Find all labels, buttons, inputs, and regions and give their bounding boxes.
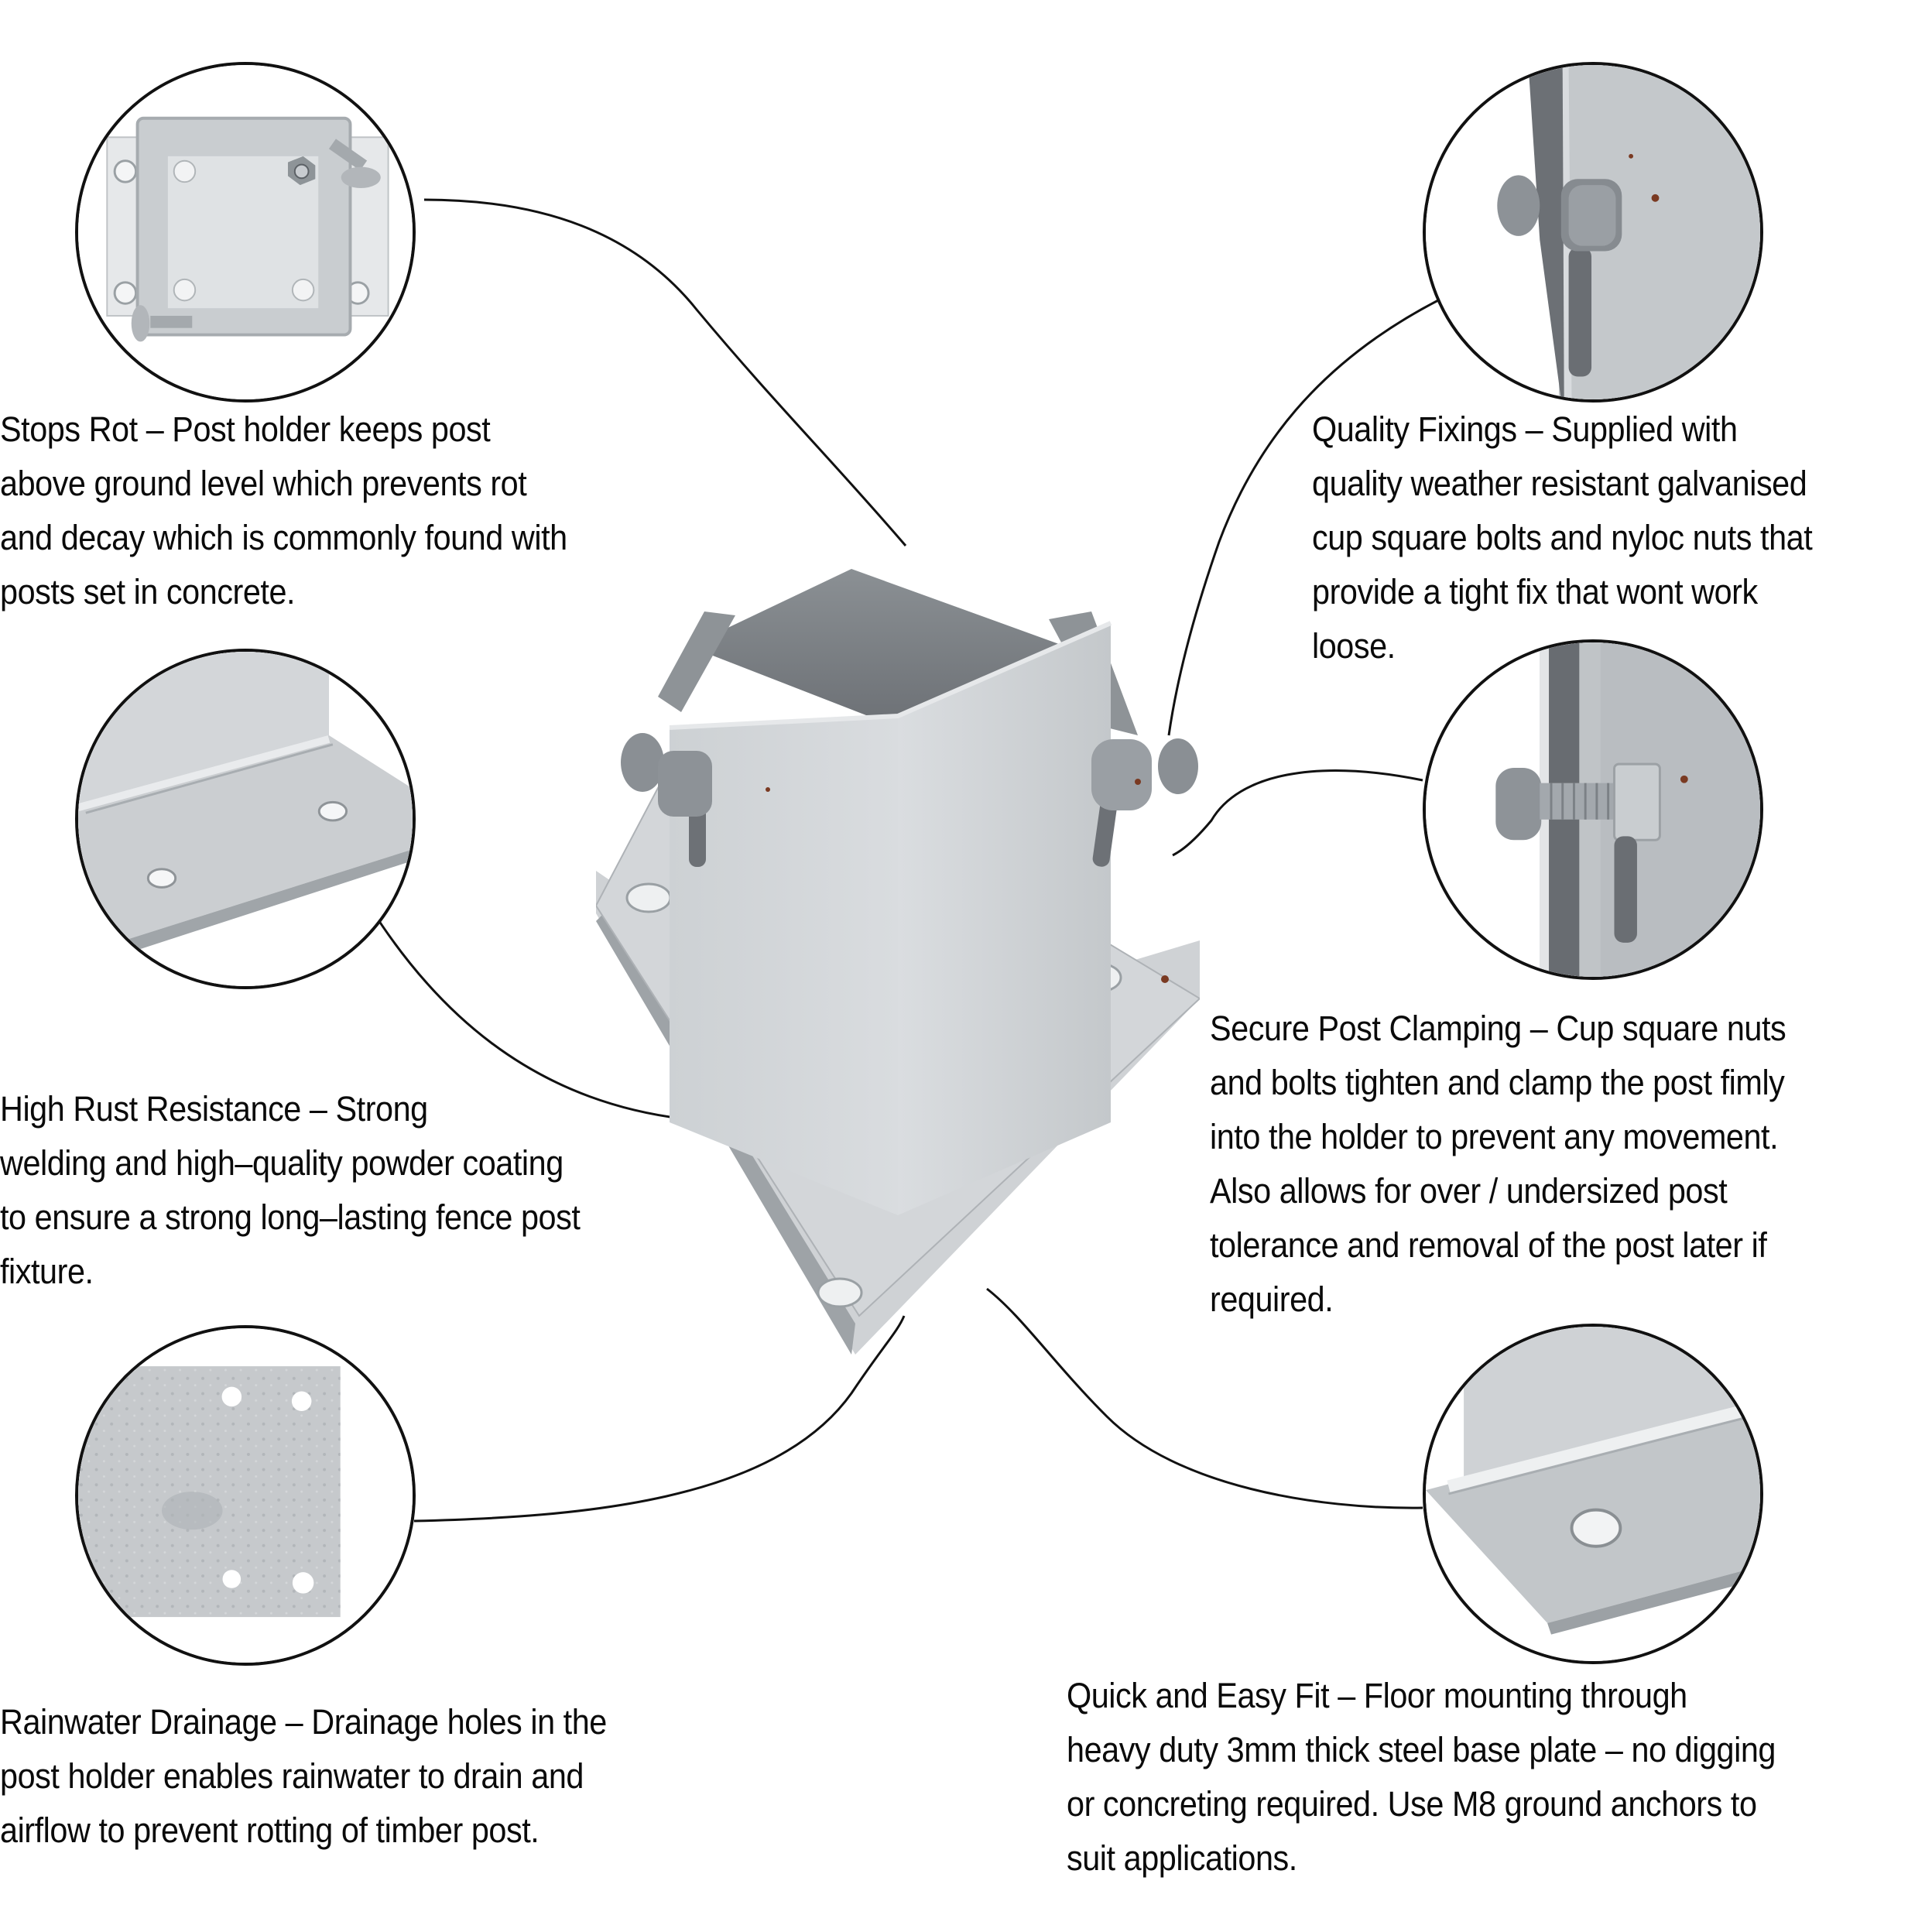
- connector-quality-fixings: [1167, 299, 1439, 736]
- caption-line: heavy duty 3mm thick steel base plate – …: [1067, 1730, 1776, 1769]
- caption-rainwater-drainage: Rainwater Drainage – Drainage holes in t…: [0, 1695, 607, 1858]
- caption-line: required.: [1210, 1279, 1334, 1319]
- cup-square-bolt-image: [1426, 65, 1760, 399]
- caption-line: and bolts tighten and clamp the post fim…: [1210, 1063, 1785, 1102]
- caption-line: Secure Post Clamping – Cup square nuts: [1210, 1009, 1786, 1048]
- caption-line: tolerance and removal of the post later …: [1210, 1225, 1767, 1265]
- caption-line: cup square bolts and nyloc nuts that: [1312, 518, 1813, 557]
- caption-high-rust-resistance: High Rust Resistance – Strong welding an…: [0, 1082, 581, 1299]
- caption-line: to ensure a strong long–lasting fence po…: [0, 1197, 581, 1237]
- caption-line: into the holder to prevent any movement.: [1210, 1117, 1779, 1156]
- detail-circle-weld: [75, 649, 416, 989]
- caption-line: provide a tight fix that wont work: [1312, 572, 1758, 611]
- caption-line: and decay which is commonly found with: [0, 518, 567, 557]
- caption-line: fixture.: [0, 1252, 94, 1291]
- connector-drainage: [413, 1315, 906, 1523]
- caption-quick-easy-fit: Quick and Easy Fit – Floor mounting thro…: [1067, 1669, 1776, 1886]
- detail-circle-clamp: [1423, 639, 1763, 980]
- caption-line: welding and high–quality powder coating: [0, 1143, 564, 1183]
- caption-quality-fixings: Quality Fixings – Supplied with quality …: [1312, 402, 1813, 673]
- connector-stops-rot: [423, 198, 907, 546]
- caption-stops-rot: Stops Rot – Post holder keeps post above…: [0, 402, 567, 619]
- caption-line: Quick and Easy Fit – Floor mounting thro…: [1067, 1676, 1687, 1715]
- caption-line: High Rust Resistance – Strong: [0, 1089, 428, 1129]
- caption-line: or concreting required. Use M8 ground an…: [1067, 1784, 1757, 1824]
- caption-line: Stops Rot – Post holder keeps post: [0, 409, 491, 449]
- detail-circle-base-plate: [1423, 1324, 1763, 1664]
- caption-line: Quality Fixings – Supplied with: [1312, 409, 1738, 449]
- caption-line: above ground level which prevents rot: [0, 464, 527, 503]
- caption-line: suit applications.: [1067, 1838, 1297, 1878]
- connector-quick-fit: [986, 1287, 1423, 1509]
- caption-line: loose.: [1312, 626, 1396, 666]
- weld-seam-image: [78, 652, 413, 986]
- detail-circle-bolt: [1423, 62, 1763, 402]
- connector-secure-clamping: [1172, 769, 1423, 857]
- post-holder-product-image: [596, 569, 1200, 1355]
- drainage-holes-image: [78, 1328, 413, 1663]
- caption-line: quality weather resistant galvanised: [1312, 464, 1807, 503]
- base-plate-hole-image: [1426, 1327, 1760, 1661]
- caption-secure-post-clamping: Secure Post Clamping – Cup square nuts a…: [1210, 1002, 1786, 1327]
- detail-circle-drainage: [75, 1325, 416, 1666]
- detail-circle-top-view: [75, 62, 416, 402]
- connector-rust-resistance: [370, 909, 682, 1120]
- top-down-holder-image: [78, 65, 413, 399]
- caption-line: Rainwater Drainage – Drainage holes in t…: [0, 1702, 607, 1742]
- caption-line: airflow to prevent rotting of timber pos…: [0, 1810, 540, 1850]
- caption-line: posts set in concrete.: [0, 572, 296, 611]
- bolt-and-nut-clamp-image: [1426, 642, 1760, 977]
- caption-line: post holder enables rainwater to drain a…: [0, 1756, 584, 1796]
- caption-line: Also allows for over / undersized post: [1210, 1171, 1728, 1211]
